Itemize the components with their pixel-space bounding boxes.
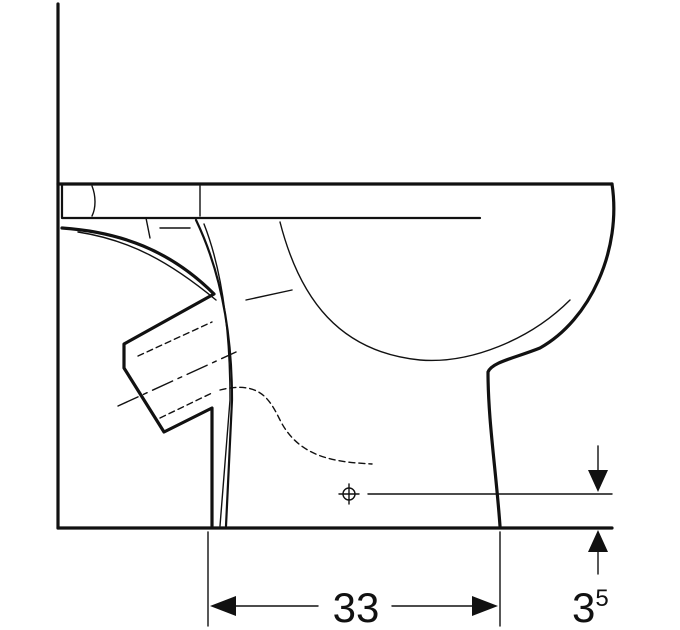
height-dimension xyxy=(588,445,608,575)
height-label-sup: 5 xyxy=(595,585,608,612)
toilet-seat xyxy=(56,182,614,220)
height-label: 35 xyxy=(572,584,609,630)
width-label: 33 xyxy=(333,584,380,630)
toilet-bowl xyxy=(245,182,616,528)
height-label-base: 3 xyxy=(572,584,595,630)
width-dimension xyxy=(207,531,501,627)
outlet-pipe xyxy=(117,321,237,419)
toilet-pedestal xyxy=(60,217,234,528)
center-mark-icon xyxy=(338,483,360,505)
trap-curve xyxy=(219,386,373,465)
